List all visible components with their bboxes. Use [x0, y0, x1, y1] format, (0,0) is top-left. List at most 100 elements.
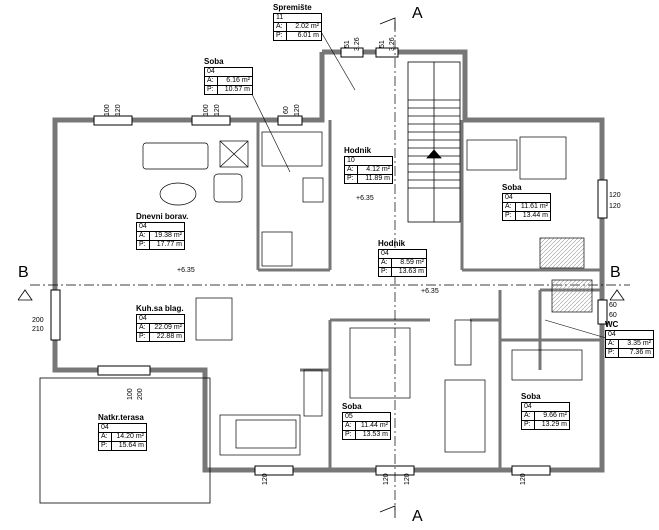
room-table: 04 A:14.20 m² P:15.64 m [98, 423, 147, 451]
room-code: 04 [521, 402, 570, 412]
area-label: A: [344, 165, 358, 175]
leader-lines [249, 29, 607, 339]
dimension-label: 210 [32, 326, 44, 333]
dimension-label: 51 [379, 40, 386, 48]
area-label: A: [98, 432, 112, 442]
room-table: 10 A:4.12 m² P:11.89 m [344, 156, 393, 184]
perimeter-label: P: [378, 267, 392, 277]
dimension-label: 100 [127, 388, 134, 400]
windows [50, 47, 608, 476]
room-code: 04 [136, 314, 185, 324]
area-value: 4.12 m² [357, 165, 393, 175]
room-table: 04 A:3.35 m² P:7.36 m [605, 330, 654, 358]
area-label: A: [521, 411, 535, 421]
perimeter-label: P: [521, 420, 535, 430]
room-label-spremiste: Spremište 11 A:2.02 m² P:6.01 m [273, 3, 322, 41]
area-label: A: [136, 323, 150, 333]
area-value: 3.35 m² [618, 339, 654, 349]
room-code: 04 [98, 423, 147, 433]
room-code: 04 [378, 249, 427, 259]
area-value: 11.44 m² [355, 421, 391, 431]
section-label-a-bottom: A [412, 508, 423, 525]
room-label-hodnik-2: Hodnik 04 A:8.59 m² P:13.63 m [378, 239, 427, 277]
perimeter-value: 13.63 m [391, 267, 427, 277]
area-label: A: [378, 258, 392, 268]
area-label: A: [342, 421, 356, 431]
room-table: 04 A:11.61 m² P:13.44 m [502, 193, 551, 221]
section-label-b-right: B [610, 264, 621, 281]
area-value: 2.02 m² [286, 22, 322, 32]
perimeter-label: P: [605, 348, 619, 358]
dimension-label: 3.26 [389, 37, 396, 51]
perimeter-value: 13.44 m [515, 211, 551, 221]
perimeter-label: P: [344, 174, 358, 184]
dimension-label: 120 [609, 203, 621, 210]
perimeter-label: P: [273, 31, 287, 41]
room-code: 04 [204, 67, 253, 77]
perimeter-label: P: [136, 240, 150, 250]
area-value: 22.09 m² [149, 323, 185, 333]
perimeter-label: P: [502, 211, 516, 221]
room-name: Kuh.sa blag. [136, 304, 184, 313]
room-label-dnevni: Dnevni borav. 04 A:19.38 m² P:17.77 m [136, 212, 188, 250]
dimension-label: 120 [214, 104, 221, 116]
room-name: Natkr.terasa [98, 413, 144, 422]
room-name: Soba [502, 183, 522, 192]
section-label-b-left: B [18, 264, 29, 281]
area-label: A: [605, 339, 619, 349]
room-label-soba-right: Soba 04 A:11.61 m² P:13.44 m [502, 183, 551, 221]
area-value: 19.38 m² [149, 231, 185, 241]
dimension-label: 60 [609, 302, 617, 309]
room-table: 04 A:8.59 m² P:13.63 m [378, 249, 427, 277]
room-table: 11 A:2.02 m² P:6.01 m [273, 13, 322, 41]
interior-walls [203, 120, 602, 470]
dimension-label: 120 [294, 104, 301, 116]
room-code: 05 [342, 412, 391, 422]
perimeter-value: 10.57 m [217, 85, 253, 95]
terrace [39, 377, 211, 504]
furniture [142, 131, 593, 456]
dimension-label: 100 [203, 104, 210, 116]
room-code: 10 [344, 156, 393, 166]
room-label-soba-top: Soba 04 A:6.16 m² P:10.57 m [204, 57, 253, 95]
room-table: 04 A:6.16 m² P:10.57 m [204, 67, 253, 95]
dimension-label: 60 [283, 106, 290, 114]
room-name: Soba [204, 57, 224, 66]
room-label-soba-mid: Soba 05 A:11.44 m² P:13.53 m [342, 402, 391, 440]
section-arrows [17, 17, 625, 518]
room-table: 04 A:9.66 m² P:13.29 m [521, 402, 570, 430]
area-value: 14.20 m² [111, 432, 147, 442]
section-label-a-top: A [412, 5, 423, 22]
perimeter-value: 17.77 m [149, 240, 185, 250]
area-label: A: [502, 202, 516, 212]
perimeter-value: 13.29 m [534, 420, 570, 430]
level-mark: +6.35 [421, 288, 439, 295]
area-value: 9.66 m² [534, 411, 570, 421]
dimension-label: 120 [609, 192, 621, 199]
room-name: Hodnik [344, 146, 372, 155]
room-table: 04 A:19.38 m² P:17.77 m [136, 222, 185, 250]
perimeter-value: 13.53 m [355, 430, 391, 440]
dimension-label: 200 [32, 317, 44, 324]
room-table: 05 A:11.44 m² P:13.53 m [342, 412, 391, 440]
room-code: 04 [502, 193, 551, 203]
dimension-label: 120 [262, 473, 269, 485]
perimeter-value: 11.89 m [357, 174, 393, 184]
area-label: A: [273, 22, 287, 32]
perimeter-label: P: [204, 85, 218, 95]
perimeter-value: 7.36 m [618, 348, 654, 358]
perimeter-value: 22.88 m [149, 332, 185, 342]
dimension-label: 120 [404, 473, 411, 485]
perimeter-label: P: [98, 441, 112, 451]
room-name: WC [605, 320, 619, 329]
room-label-kuhinja: Kuh.sa blag. 04 A:22.09 m² P:22.88 m [136, 304, 185, 342]
area-value: 8.59 m² [391, 258, 427, 268]
dimension-label: 100 [104, 104, 111, 116]
room-code: 04 [605, 330, 654, 340]
perimeter-label: P: [342, 430, 356, 440]
room-label-wc: WC 04 A:3.35 m² P:7.36 m [605, 320, 654, 358]
level-mark: +6.35 [177, 267, 195, 274]
perimeter-value: 6.01 m [286, 31, 322, 41]
area-value: 11.61 m² [515, 202, 551, 212]
